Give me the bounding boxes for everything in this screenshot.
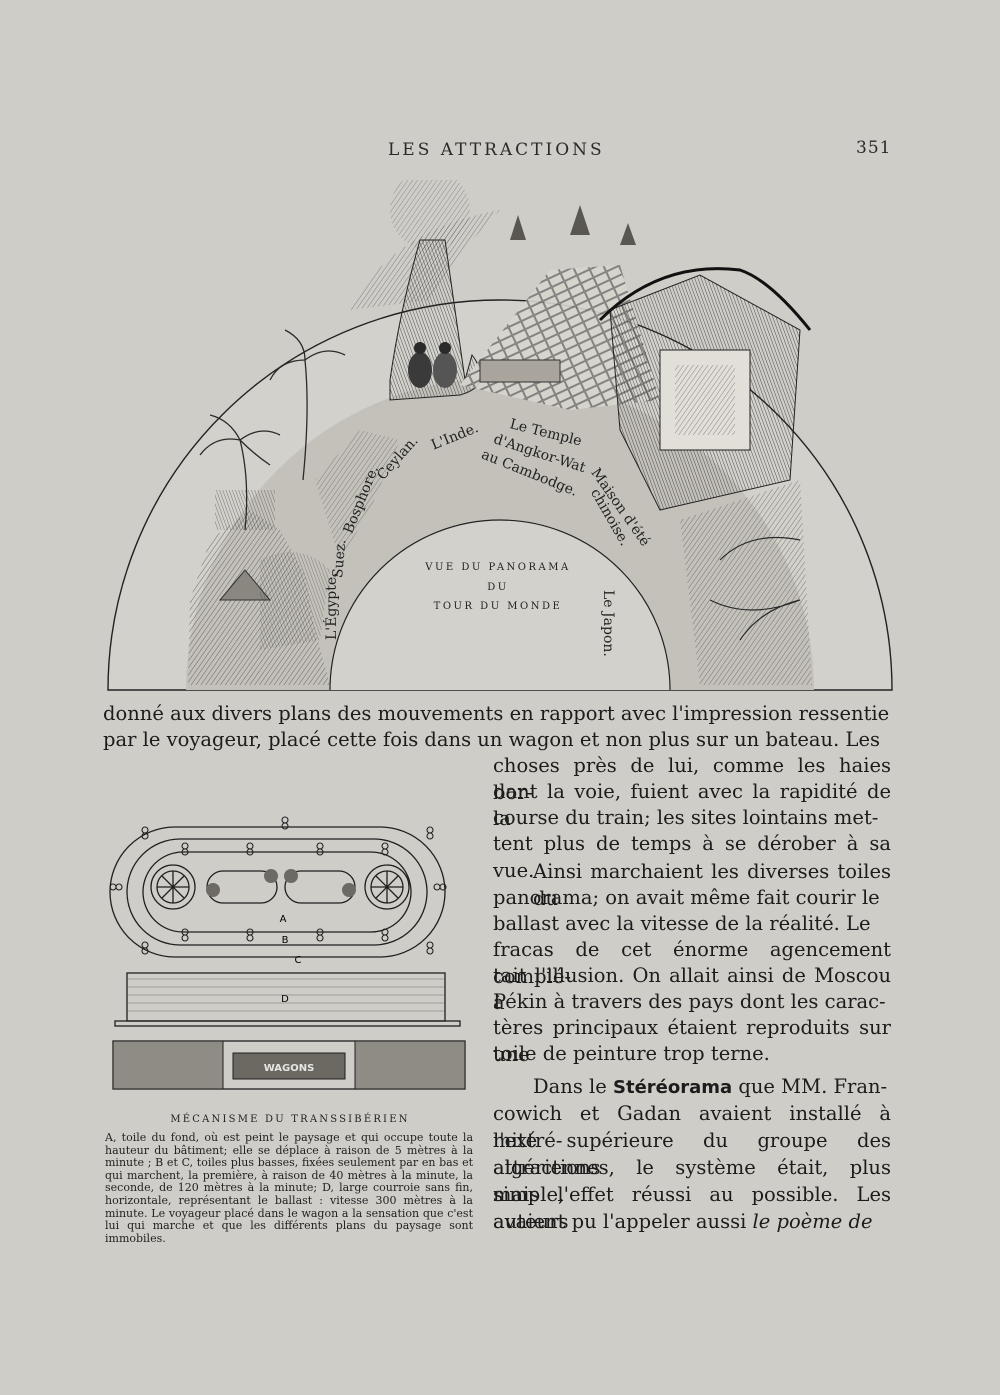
label-d: D [281, 994, 289, 1005]
col-line-15: mité supérieure du groupe des attraction… [493, 1129, 891, 1179]
col-line-14: cowich et Gadan avaient installé à l'ext… [493, 1102, 891, 1152]
label-a: A [280, 914, 287, 925]
mechanism-diagram: A B C D WAGONS [105, 815, 475, 1105]
p3-last-pre: avaient pu l'appeler aussi [493, 1210, 753, 1233]
running-head: LES ATTRACTIONS [388, 140, 605, 160]
col-line-3: course du train; les sites lointains met… [493, 806, 879, 829]
label-wagons: WAGONS [264, 1063, 315, 1074]
panorama-caption-2: DU [487, 582, 509, 593]
label-suez: Suez. [330, 538, 350, 579]
mechanism-caption: A, toile du fond, où est peint le paysag… [105, 1131, 473, 1245]
panorama-caption-3: TOUR DU MONDE [433, 601, 563, 612]
mechanism-caption-title: MÉCANISME DU TRANSSIBÉRIEN [170, 1114, 410, 1125]
col-line-9: tait l'illusion. On allait ainsi de Mosc… [493, 964, 891, 1014]
panorama-caption-1: VUE DU PANORAMA [425, 562, 571, 573]
col-line-17: mais l'effet réussi au possible. Les aut… [493, 1183, 891, 1233]
col-line-6: panorama; on avait même fait courir le [493, 886, 880, 909]
col-line-16: algériennes, le système était, plus simp… [493, 1156, 891, 1206]
col-line-10: Pékin à travers des pays dont les carac- [493, 990, 886, 1013]
page-number: 351 [856, 138, 892, 158]
col-line-5: Ainsi marchaient les diverses toiles du [533, 860, 891, 910]
col-line-12: toile de peinture trop terne. [493, 1042, 770, 1065]
col-line-13: Dans le Stéréorama que MM. Fran- [493, 1073, 891, 1101]
stereorama-term: Stéréorama [613, 1077, 733, 1098]
label-egypte: L'Égypte, [324, 572, 340, 640]
label-japon: Le Japon. [600, 590, 616, 657]
panorama-illustration: L'Égypte, Suez. Bosphore. Ceylan. L'Inde… [100, 180, 900, 695]
label-b: B [282, 935, 289, 946]
p3-pre: Dans le [533, 1075, 613, 1098]
col-line-7: ballast avec la vitesse de la réalité. L… [493, 912, 871, 935]
label-c: C [295, 955, 302, 966]
p3-last-italic: le poème de [752, 1210, 873, 1233]
text-line-2: par le voyageur, placé cette fois dans u… [103, 728, 881, 751]
transsiberien-mechanism: A B C D WAGONS [109, 816, 466, 1090]
p3-post: que MM. Fran- [732, 1075, 888, 1098]
panorama-engraving [107, 180, 893, 691]
col-line-11: tères principaux étaient reproduits sur … [493, 1016, 891, 1066]
col-line-1: choses près de lui, comme les haies bor- [493, 754, 891, 804]
col-line-18: avaient pu l'appeler aussi le poème de [493, 1208, 891, 1235]
text-line-1: donné aux divers plans des mouvements en… [103, 702, 890, 725]
col-line-2: dant la voie, fuient avec la rapidité de… [493, 780, 891, 830]
col-line-8: fracas de cet énorme agencement complé- [493, 938, 891, 988]
col-line-4: tent plus de temps à se dérober à sa vue… [493, 832, 891, 882]
